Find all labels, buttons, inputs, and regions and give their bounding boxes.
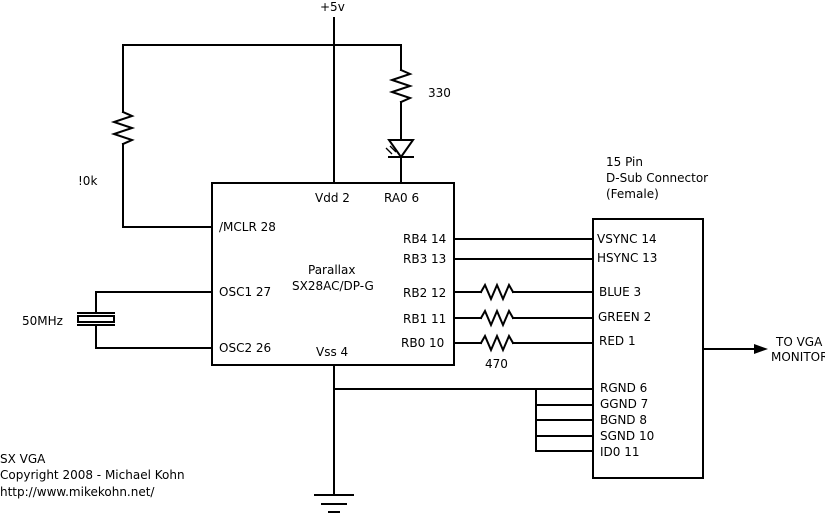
ic-pin-rb0: RB0 10 [401, 336, 444, 350]
ic-pin-rb2: RB2 12 [403, 286, 446, 300]
connector-body [592, 218, 704, 479]
green-resistor [479, 308, 515, 328]
led-resistor-value: 330 [428, 86, 451, 100]
connector-pin-ggnd: GGND 7 [600, 397, 648, 411]
ic-pin-vss: Vss 4 [316, 345, 348, 359]
ic-pin-osc1: OSC1 27 [219, 285, 271, 299]
led-resistor [388, 68, 414, 104]
connector-pin-rgnd: RGND 6 [600, 381, 647, 395]
color-resistor-value: 470 [485, 357, 508, 371]
connector-pin-vsync: VSYNC 14 [597, 232, 657, 246]
ic-pin-osc2: OSC2 26 [219, 341, 271, 355]
mclr-resistor-value: !0k [78, 174, 97, 188]
red-resistor [479, 333, 515, 353]
ic-pin-vdd: Vdd 2 [315, 191, 350, 205]
credit-url: http://www.mikekohn.net/ [0, 485, 155, 499]
connector-pin-id0: ID0 11 [600, 445, 640, 459]
mclr-resistor [110, 110, 136, 146]
ic-pin-mclr: /MCLR 28 [219, 220, 276, 234]
crystal-label: 50MHz [22, 314, 63, 328]
connector-pin-sgnd: SGND 10 [600, 429, 654, 443]
crystal [77, 315, 115, 323]
ic-name-line1: Parallax [308, 263, 355, 277]
output-arrow [754, 344, 768, 354]
connector-pin-green: GREEN 2 [598, 310, 651, 324]
connector-title-3: (Female) [606, 187, 659, 201]
credit-copyright: Copyright 2008 - Michael Kohn [0, 468, 185, 482]
output-label-2: MONITOR [771, 350, 825, 364]
connector-pin-blue: BLUE 3 [599, 285, 641, 299]
connector-pin-bgnd: BGND 8 [600, 413, 647, 427]
connector-pin-red: RED 1 [599, 334, 636, 348]
ic-pin-rb1: RB1 11 [403, 312, 446, 326]
connector-pin-hsync: HSYNC 13 [597, 251, 657, 265]
credit-title: SX VGA [0, 452, 46, 466]
ic-name-line2: SX28AC/DP-G [292, 279, 374, 293]
output-label-1: TO VGA [775, 335, 823, 349]
ic-pin-rb4: RB4 14 [403, 232, 446, 246]
ic-pin-ra0: RA0 6 [384, 191, 419, 205]
connector-title-2: D-Sub Connector [606, 171, 708, 185]
led-arrow [385, 147, 393, 155]
blue-resistor [479, 282, 515, 302]
led-diode [387, 139, 415, 159]
connector-title-1: 15 Pin [606, 155, 643, 169]
ic-pin-rb3: RB3 13 [403, 252, 446, 266]
ic-body [211, 182, 455, 366]
supply-label: +5v [320, 0, 345, 14]
